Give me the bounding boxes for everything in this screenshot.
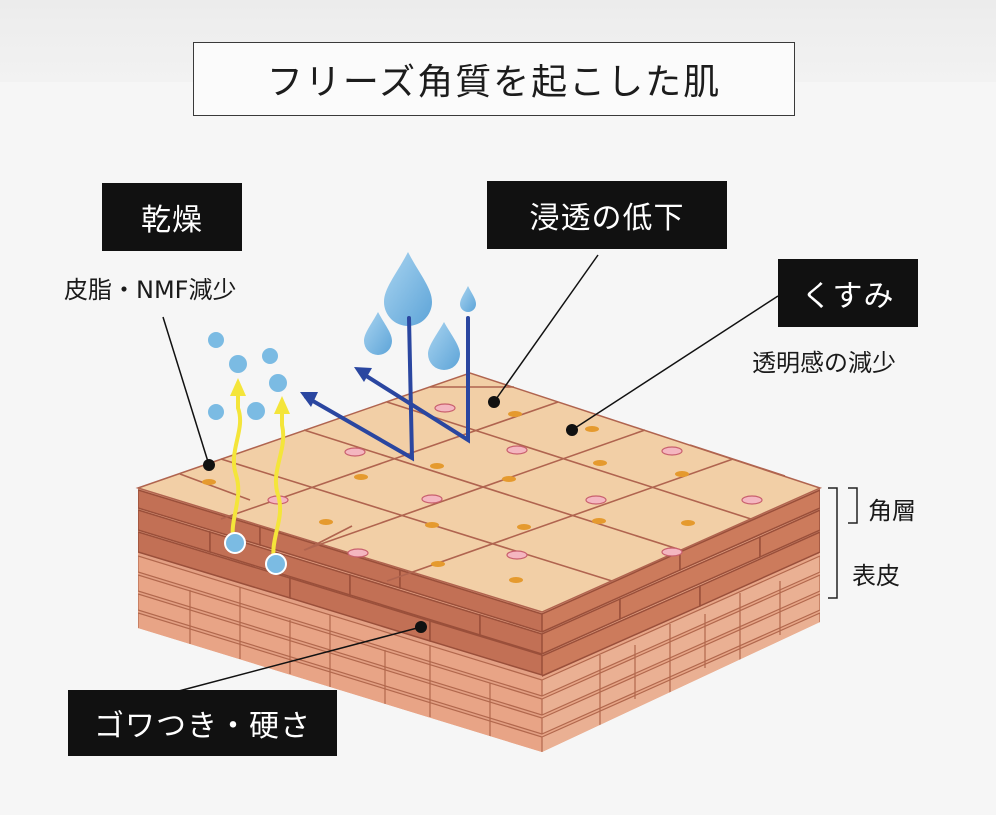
moisture-bubble-icon — [224, 532, 246, 554]
page-title: フリーズ角質を起こした肌 — [193, 42, 795, 116]
front-face — [138, 488, 542, 752]
leader-lines — [162, 254, 779, 693]
moisture-bubble-icon — [269, 374, 287, 392]
layer-brackets — [828, 487, 858, 599]
water-drop-icon — [428, 322, 460, 370]
moisture-bubble-icon — [265, 553, 287, 575]
moisture-bubble-icon — [208, 332, 224, 348]
arrow-head-icon — [300, 392, 318, 407]
evaporation-arrow-left — [230, 392, 243, 546]
leader-line-dryness — [162, 316, 210, 466]
top-face-base — [135, 372, 823, 613]
right-cell-layers — [542, 488, 820, 752]
top-face-nodes — [267, 403, 763, 560]
blocked-arrows — [304, 316, 470, 462]
right-face — [542, 488, 820, 752]
label-epidermis: 表皮 — [852, 562, 900, 590]
front-cell-layers — [138, 488, 542, 752]
evaporation-arrow-right — [271, 410, 286, 566]
leader-line-penetration — [493, 254, 599, 403]
arrow-head-icon — [230, 378, 246, 396]
front-upper-cells — [138, 488, 542, 677]
top-face-dots — [202, 411, 695, 583]
leader-line-dullness — [571, 295, 779, 431]
right-upper-cells — [542, 488, 820, 678]
arrow-head-icon — [274, 396, 290, 414]
blocked-arrow-left — [304, 316, 415, 462]
tag-stiffness: ゴワつき・硬さ — [68, 690, 337, 756]
evaporation — [208, 332, 290, 575]
water-drops — [364, 252, 476, 370]
note-dryness: 皮脂・NMF減少 — [64, 276, 237, 304]
tag-penetration: 浸透の低下 — [487, 181, 727, 249]
moisture-bubble-icon — [247, 402, 265, 420]
leader-line-stiffness — [174, 626, 422, 693]
blocked-arrow-right — [358, 316, 470, 444]
front-lower-cells — [138, 555, 542, 752]
stratum-corneum-bracket — [848, 487, 858, 524]
moisture-bubble-icon — [229, 355, 247, 373]
epidermis-bracket — [828, 487, 838, 599]
top-face-cell-lines — [179, 386, 786, 582]
tag-dryness: 乾燥 — [102, 183, 242, 251]
arrow-head-icon — [354, 367, 372, 382]
note-dullness: 透明感の減少 — [752, 349, 896, 377]
moisture-bubble-icon — [208, 404, 224, 420]
top-face — [135, 372, 823, 613]
leader-dots — [203, 396, 578, 633]
moisture-bubble-icon — [262, 348, 278, 364]
water-drop-icon — [460, 286, 476, 312]
tag-dullness: くすみ — [778, 259, 918, 327]
water-drop-icon — [384, 252, 432, 326]
label-stratum-corneum: 角層 — [868, 497, 916, 525]
water-drop-icon — [364, 312, 392, 355]
right-lower-cells — [542, 555, 820, 752]
